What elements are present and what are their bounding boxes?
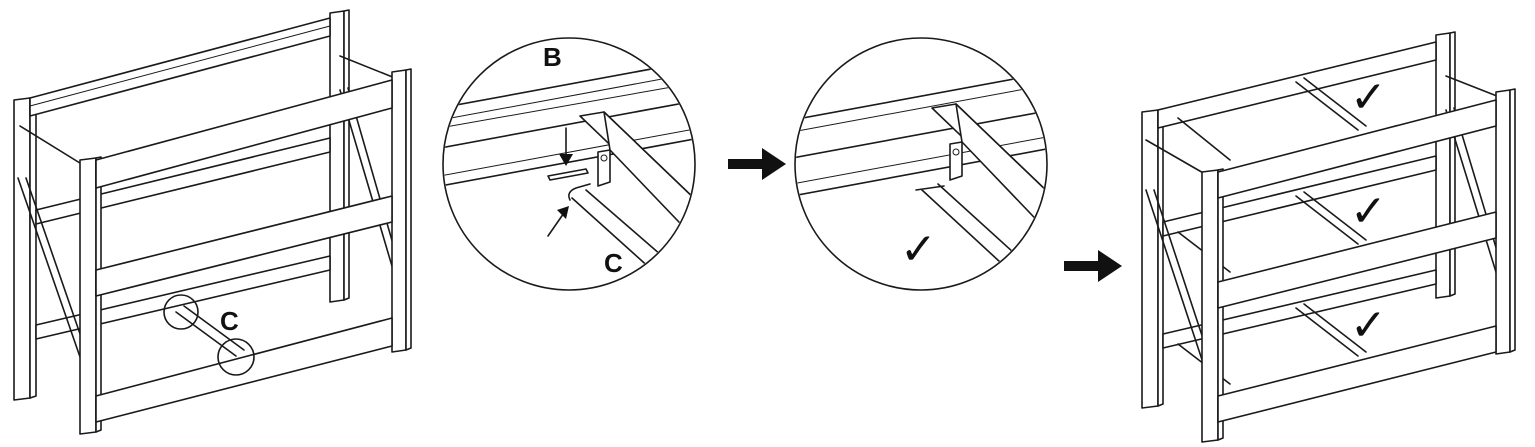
top-front-beam	[95, 79, 393, 189]
label-c-overview: C	[220, 306, 239, 336]
middle-front-beam	[95, 195, 393, 297]
checkmark-icon-bottom-shelf: ✓	[1350, 300, 1387, 351]
top-back-beam	[29, 17, 331, 117]
lower-front-beam	[95, 317, 393, 423]
checkmark-icon-top-shelf: ✓	[1350, 72, 1387, 123]
up-right-arrow-icon	[547, 206, 569, 237]
rack-completed: ✓ ✓ ✓	[1141, 31, 1516, 443]
front-right-post	[391, 68, 412, 353]
detail-before-insertion: B C	[442, 37, 696, 291]
label-c-detail: C	[604, 248, 623, 278]
step-arrow-2	[1064, 250, 1122, 282]
front-connection-circle	[217, 338, 255, 376]
rear-connection-circle	[163, 294, 199, 330]
detail-circle-2	[794, 37, 1048, 291]
rack-before-assembly: C	[13, 9, 412, 435]
back-right-post-final	[1435, 32, 1451, 299]
brace-c	[175, 305, 245, 357]
label-b-detail: B	[543, 42, 562, 72]
detail-circle-1	[442, 37, 696, 291]
back-left-post	[13, 96, 37, 401]
checkmark-icon-middle-shelf: ✓	[1350, 186, 1387, 237]
middle-back-beam	[35, 137, 331, 225]
beam-slot	[547, 168, 589, 181]
detail-after-insertion: ✓	[794, 37, 1048, 291]
lower-back-beam	[35, 255, 331, 340]
back-left-post-final	[1141, 109, 1159, 409]
back-right-post	[329, 9, 350, 303]
step-arrow-1	[728, 148, 786, 180]
front-right-post-final	[1495, 89, 1511, 355]
left-side-diagonal	[17, 177, 89, 381]
checkmark-icon: ✓	[900, 224, 937, 275]
down-arrow-icon	[559, 127, 573, 166]
front-left-post-final	[1201, 169, 1219, 443]
brace-c-end-detail	[568, 111, 694, 271]
